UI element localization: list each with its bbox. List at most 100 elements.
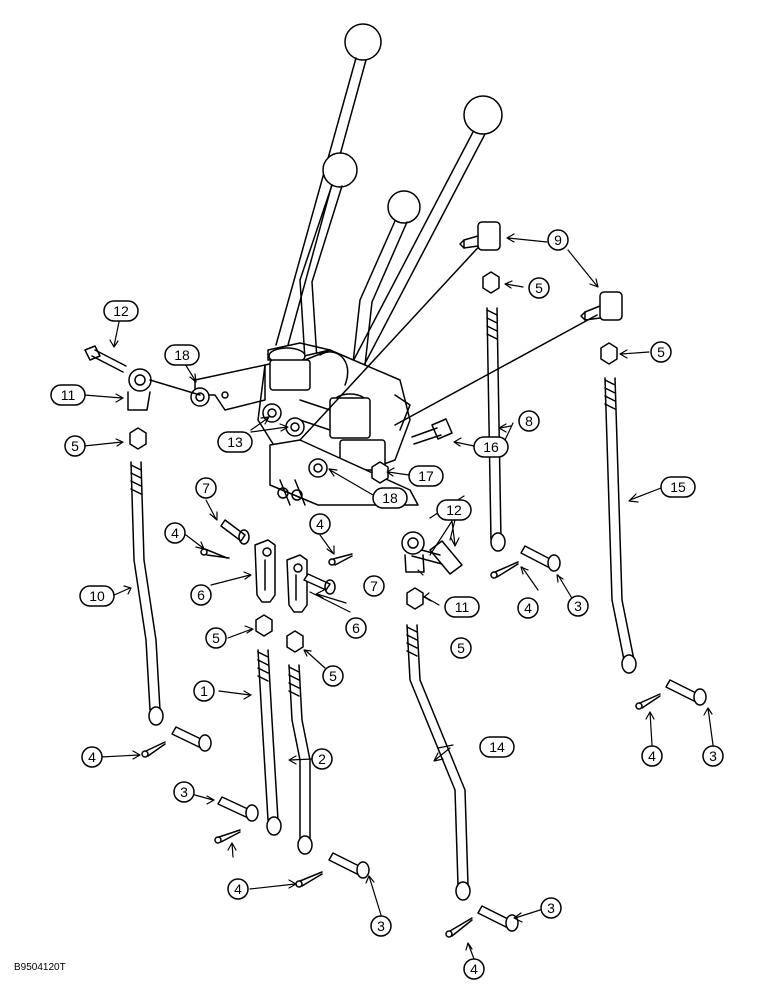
- svg-text:4: 4: [648, 748, 656, 764]
- svg-text:17: 17: [418, 468, 434, 484]
- callout-2: 2: [311, 748, 333, 770]
- svg-text:6: 6: [352, 620, 360, 636]
- callout-10: 10: [79, 585, 115, 607]
- clevis: [254, 539, 276, 603]
- callout-5-top: 5: [528, 277, 550, 299]
- callout-12-upper: 12: [103, 300, 139, 322]
- callout-4-g: 4: [463, 958, 485, 980]
- svg-text:5: 5: [657, 344, 665, 360]
- callout-3-a: 3: [567, 595, 589, 617]
- linkage-rod-14: [406, 624, 471, 901]
- callout-18-lower: 18: [372, 487, 408, 509]
- callout-1: 1: [193, 680, 215, 702]
- ball-joint: [580, 291, 623, 321]
- linkage-rod-8: [486, 307, 506, 552]
- callout-17: 17: [408, 465, 444, 487]
- callout-4-e: 4: [641, 745, 663, 767]
- svg-text:3: 3: [709, 748, 717, 764]
- hex-nut: [406, 587, 424, 610]
- svg-text:4: 4: [234, 881, 242, 897]
- hex-nut: [129, 427, 147, 450]
- svg-text:12: 12: [446, 502, 462, 518]
- svg-text:3: 3: [377, 918, 385, 934]
- callout-3-c: 3: [702, 745, 724, 767]
- svg-text:15: 15: [670, 479, 686, 495]
- cotter-pin: [200, 548, 230, 559]
- cotter-pin: [295, 871, 323, 888]
- svg-text:18: 18: [382, 490, 398, 506]
- callout-6-left: 6: [190, 584, 212, 606]
- linkage-line: [394, 314, 598, 426]
- bolt: [411, 418, 453, 445]
- cotter-pin: [445, 917, 473, 938]
- control-lever: [349, 190, 421, 393]
- pin: [217, 796, 259, 822]
- svg-text:3: 3: [547, 900, 555, 916]
- lock-nut: [308, 458, 328, 478]
- callout-13: 13: [217, 431, 253, 453]
- callout-5-low: 5: [322, 665, 344, 687]
- clevis-pin: [303, 573, 336, 595]
- hex-nut: [255, 614, 273, 637]
- svg-text:18: 18: [174, 347, 190, 363]
- callout-7-upper: 7: [195, 477, 217, 499]
- svg-text:5: 5: [329, 668, 337, 684]
- callout-5-lowright: 5: [450, 637, 472, 659]
- callout-12-lower: 12: [436, 499, 472, 521]
- svg-text:5: 5: [457, 640, 465, 656]
- svg-text:12: 12: [113, 303, 129, 319]
- svg-text:7: 7: [370, 578, 378, 594]
- cotter-pin: [635, 693, 661, 710]
- svg-text:9: 9: [554, 232, 562, 248]
- callout-4-b: 4: [309, 513, 331, 535]
- pin: [328, 852, 370, 879]
- linkage-rod-1: [257, 649, 282, 836]
- linkage-rod-15: [604, 377, 637, 674]
- svg-text:11: 11: [455, 599, 470, 615]
- callout-14: 14: [479, 736, 515, 758]
- svg-text:2: 2: [318, 751, 326, 767]
- svg-text:3: 3: [574, 598, 582, 614]
- svg-text:10: 10: [89, 588, 105, 604]
- svg-text:4: 4: [171, 525, 179, 541]
- hex-nut: [600, 342, 618, 365]
- callout-4-d: 4: [81, 746, 103, 768]
- control-lever: [337, 95, 503, 393]
- svg-text:5: 5: [71, 438, 79, 454]
- ball-joint: [459, 221, 501, 251]
- callout-5-right: 5: [650, 341, 672, 363]
- callout-7-lower: 7: [363, 575, 385, 597]
- cotter-pin: [214, 829, 241, 844]
- callout-11-upper: 11: [50, 384, 86, 406]
- rod-end: [401, 531, 425, 573]
- washer: [285, 417, 305, 437]
- cotter-pin: [328, 553, 353, 566]
- bolt: [84, 345, 127, 373]
- control-lever: [275, 23, 382, 346]
- svg-text:5: 5: [535, 280, 543, 296]
- svg-text:4: 4: [524, 600, 532, 616]
- svg-text:4: 4: [470, 961, 478, 977]
- callout-3-b: 3: [173, 781, 195, 803]
- svg-text:1: 1: [200, 683, 208, 699]
- svg-text:4: 4: [88, 749, 96, 765]
- callout-4-c: 4: [517, 597, 539, 619]
- svg-text:3: 3: [180, 784, 188, 800]
- callout-5-left: 5: [64, 435, 86, 457]
- callout-3-d: 3: [370, 915, 392, 937]
- rod-end: [127, 368, 201, 411]
- figure-code: B9504120T: [14, 962, 66, 973]
- svg-text:11: 11: [61, 387, 76, 403]
- nut: [371, 461, 389, 484]
- pin: [171, 726, 212, 752]
- callout-8: 8: [518, 410, 540, 432]
- svg-text:13: 13: [227, 434, 243, 450]
- cotter-pin: [490, 561, 519, 579]
- linkage-line: [299, 239, 486, 441]
- svg-text:6: 6: [197, 587, 205, 603]
- hex-nut: [286, 630, 304, 653]
- svg-text:7: 7: [202, 480, 210, 496]
- callout-18-upper: 18: [164, 344, 200, 366]
- pin: [520, 545, 561, 572]
